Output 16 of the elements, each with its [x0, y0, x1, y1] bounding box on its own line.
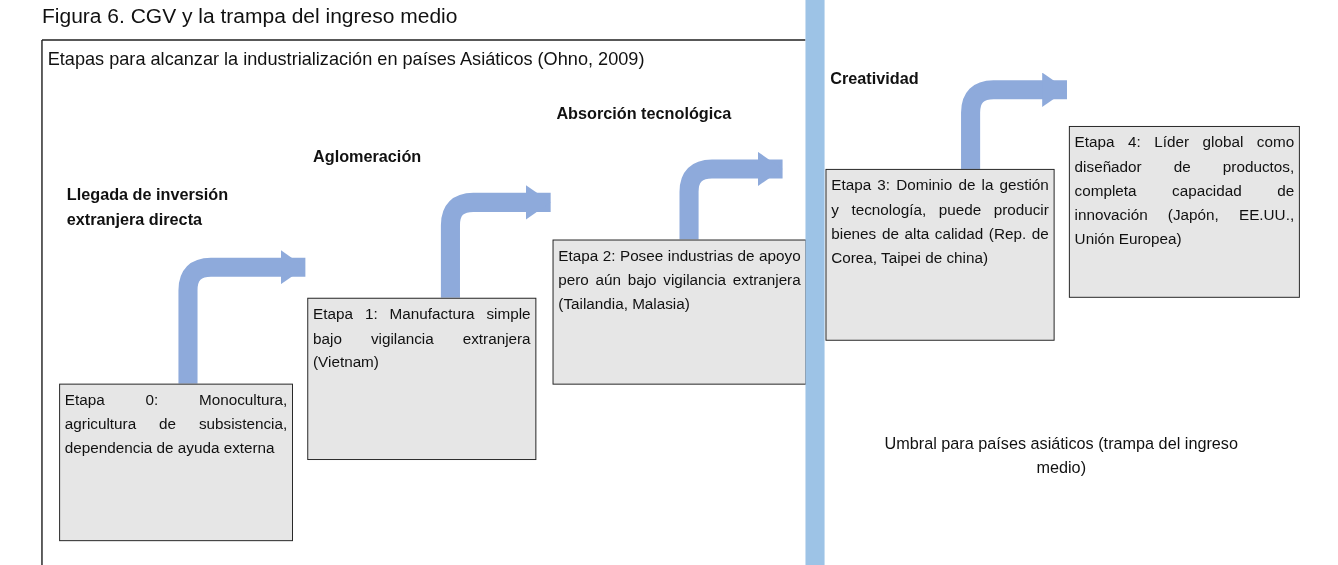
bent-arrow — [178, 250, 306, 384]
threshold-note: Umbral para países asiáticos (trampa del ingreso medio) — [883, 433, 1239, 480]
stage-box: Etapa 1: Manufactura simple bajo vigilancia extranjera (Vietnam) — [307, 297, 537, 460]
stage-box: Etapa 3: Dominio de la gestión y tecnología, puede producir bienes de alta calidad (Rep. de Corea, Taipei de china) — [825, 168, 1055, 341]
stage-box: Etapa 4: Líder global como diseñador de productos, completa capacidad de innovación (Japón, EE.UU., Unión Europea) — [1068, 126, 1300, 298]
figure-title: Figura 6. CGV y la trampa del ingreso medio — [41, 3, 458, 29]
bent-arrow — [440, 185, 551, 298]
stage-box: Etapa 0: Monocultura, agricultura de subsistencia, dependencia de ayuda externa — [59, 383, 293, 542]
threshold-bar — [805, 0, 825, 565]
stage-heading: Creatividad — [830, 68, 920, 90]
stage-box: Etapa 2: Posee industrias de apoyo pero aún bajo vigilancia extranjera (Tailandia, Malasia) — [552, 239, 807, 385]
stage-heading: Absorción tecnológica — [556, 104, 733, 126]
stage-heading: Aglomeración — [313, 146, 423, 169]
stage-heading: Llegada de inversión extranjera directa — [66, 185, 230, 232]
bent-arrow — [961, 72, 1067, 169]
diagram-heading: Etapas para alcanzar la industrialización en países Asiáticos (Ohno, 2009) — [47, 47, 646, 71]
